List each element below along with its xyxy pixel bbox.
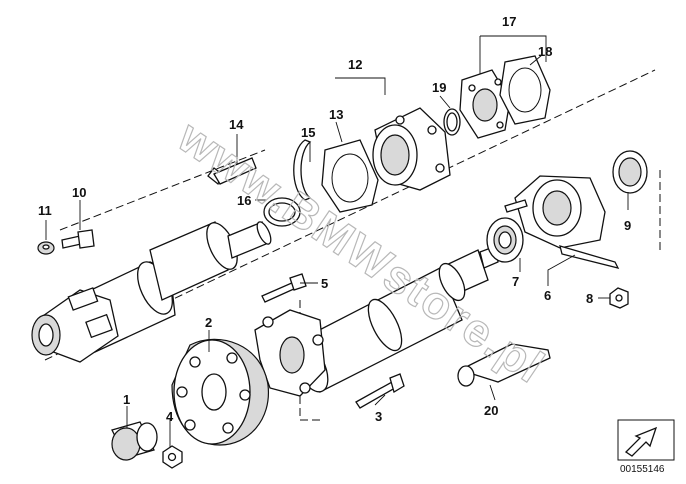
callout-labels: 1 2 3 4 5 6 7 8 9 10 11 12 13 14 15 16 1… xyxy=(38,14,631,424)
arrow-icon xyxy=(624,426,658,457)
center-bearing xyxy=(504,175,620,269)
callout-18: 18 xyxy=(538,44,552,59)
reference-box: 00155146 xyxy=(617,419,675,475)
flange-nut xyxy=(609,287,629,309)
cover-plate xyxy=(459,69,511,139)
callout-20: 20 xyxy=(484,403,498,418)
callout-19: 19 xyxy=(432,80,446,95)
retaining-ring xyxy=(293,139,312,201)
front-shaft-section xyxy=(31,221,272,363)
callout-17: 17 xyxy=(502,14,516,29)
callout-12: 12 xyxy=(348,57,362,72)
leader-lines xyxy=(45,35,629,448)
callout-8: 8 xyxy=(586,291,593,306)
callout-5: 5 xyxy=(321,276,328,291)
flexible-disc xyxy=(171,338,269,446)
callout-3: 3 xyxy=(375,409,382,424)
washer xyxy=(37,241,55,255)
callout-2: 2 xyxy=(205,315,212,330)
hex-nut-small xyxy=(162,445,183,469)
gasket-plate xyxy=(321,139,379,213)
bolt-short xyxy=(61,229,95,249)
callout-14: 14 xyxy=(229,117,244,132)
callout-9: 9 xyxy=(624,218,631,233)
callout-4: 4 xyxy=(166,409,174,424)
cover-gasket xyxy=(499,55,551,125)
ball-bearing xyxy=(486,217,524,263)
bushing xyxy=(111,421,158,461)
callout-6: 6 xyxy=(544,288,551,303)
bolt-long xyxy=(355,373,405,409)
callout-11: 11 xyxy=(38,203,52,218)
callout-15: 15 xyxy=(301,125,315,140)
dust-seal xyxy=(612,150,648,194)
callout-7: 7 xyxy=(512,274,519,289)
callout-13: 13 xyxy=(329,107,343,122)
reference-number: 00155146 xyxy=(620,464,665,475)
callout-1: 1 xyxy=(123,392,130,407)
callout-10: 10 xyxy=(72,185,86,200)
bolt-vertical xyxy=(207,157,257,186)
circlip xyxy=(443,108,461,136)
grease-tube xyxy=(457,343,551,387)
hose-clamp xyxy=(263,197,301,227)
shaft-flange xyxy=(254,309,326,397)
callout-16: 16 xyxy=(237,193,251,208)
cv-joint xyxy=(372,107,451,191)
bolt-flange xyxy=(261,273,307,303)
